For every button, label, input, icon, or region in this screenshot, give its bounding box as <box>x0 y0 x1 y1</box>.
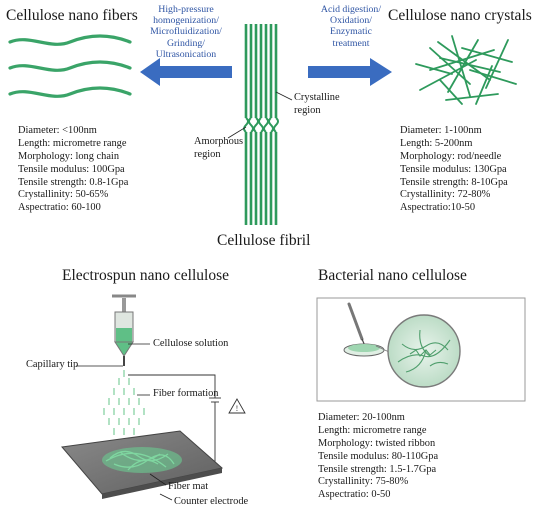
nanofiber-title: Cellulose nano fibers <box>6 7 138 24</box>
process-right-text: Acid digestion/ Oxidation/ Enzymatic tre… <box>305 4 397 49</box>
property-line: Length: 5-200nm <box>400 137 473 149</box>
fiber-mat-pointer <box>149 473 167 486</box>
process-left-line: High-pressure <box>158 4 214 15</box>
amorphous-pointer <box>227 126 247 139</box>
process-left-line: Grinding/ <box>166 37 206 49</box>
property-line: Tensile modulus: 80-110Gpa <box>318 450 439 462</box>
cellulose-solution-label: Cellulose solution <box>153 338 229 349</box>
property-line: Crystallinity: 75-80% <box>318 476 409 488</box>
electrospun-title: Electrospun nano cellulose <box>62 267 230 284</box>
nanofiber-strand <box>8 34 132 46</box>
crystalline-pointer <box>275 91 293 101</box>
process-left-text: High-pressure homogenization/ Microfluid… <box>137 4 235 60</box>
property-line: Morphology: twisted ribbon <box>318 437 436 449</box>
process-right-line: Enzymatic <box>330 26 372 38</box>
fibril-title: Cellulose fibril <box>217 232 311 249</box>
counter-electrode-label: Counter electrode <box>174 496 249 507</box>
property-line: Aspectratio:10-50 <box>400 202 476 214</box>
fiber-mat-icon <box>102 447 182 473</box>
nanocrystal-title: Cellulose nano crystals <box>388 7 532 24</box>
process-left-line: Microfluidization/ <box>150 26 222 38</box>
process-left-line: Ultrasonication <box>155 48 217 60</box>
property-line: Crystallinity: 72-80% <box>400 189 491 201</box>
property-line: Morphology: rod/needle <box>400 150 502 162</box>
electrospin-syringe <box>112 294 150 366</box>
warning-glyph: ! <box>236 404 239 413</box>
crystalline-label: Crystalline region <box>294 92 340 116</box>
nanofiber-strands <box>8 34 132 98</box>
property-line: Diameter: 20-100nm <box>318 412 405 423</box>
collector-plate-edge <box>102 468 222 499</box>
nanocrystal-needles <box>415 35 517 105</box>
electrode-pointer <box>159 493 173 501</box>
fiber-formation-label: Fiber formation <box>153 388 219 399</box>
property-line: Diameter: <100nm <box>18 125 97 136</box>
bacterial-properties: Diameter: 20-100nm Length: micrometre ra… <box>318 412 438 502</box>
amorphous-label: Amorphous region <box>194 136 244 160</box>
process-right-line: treatment <box>332 37 370 49</box>
bacterial-fibers <box>397 329 451 373</box>
property-line: Tensile modulus: 130Gpa <box>400 163 507 175</box>
cellulose-fibril <box>243 24 279 225</box>
property-line: Morphology: long chain <box>18 150 120 162</box>
property-line: Length: micrometre range <box>18 137 127 149</box>
nanofiber-strand <box>8 60 132 72</box>
property-line: Tensile strength: 1.5-1.7Gpa <box>318 463 437 475</box>
voltage-warning-icon <box>228 398 246 414</box>
property-line: Length: micrometre range <box>318 424 427 436</box>
process-right-line: Oxidation/ <box>330 15 372 27</box>
process-left-line: homogenization/ <box>153 15 219 27</box>
bacterial-title: Bacterial nano cellulose <box>318 267 467 284</box>
property-line: Tensile strength: 0.8-1Gpa <box>18 176 129 188</box>
fiber-mat-label: Fiber mat <box>168 481 209 492</box>
nanofiber-properties: Diameter: <100nm Length: micrometre rang… <box>18 125 128 215</box>
capillary-tip-label: Capillary tip <box>26 359 79 370</box>
nanofiber-strand <box>8 86 132 98</box>
property-line: Crystallinity: 50-65% <box>18 189 109 201</box>
left-arrow <box>140 58 232 86</box>
property-line: Tensile modulus: 100Gpa <box>18 163 125 175</box>
petri-dish-icon <box>343 343 385 357</box>
property-line: Aspectratio: 0-50 <box>318 489 391 501</box>
property-line: Aspectratio: 60-100 <box>18 202 101 214</box>
right-arrow <box>308 58 392 86</box>
fiber-spray <box>103 370 145 435</box>
process-right-line: Acid digestion/ <box>320 4 382 15</box>
property-line: Tensile strength: 8-10Gpa <box>400 176 508 188</box>
property-line: Diameter: 1-100nm <box>400 125 482 136</box>
nanocrystal-properties: Diameter: 1-100nm Length: 5-200nm Morpho… <box>400 125 508 215</box>
